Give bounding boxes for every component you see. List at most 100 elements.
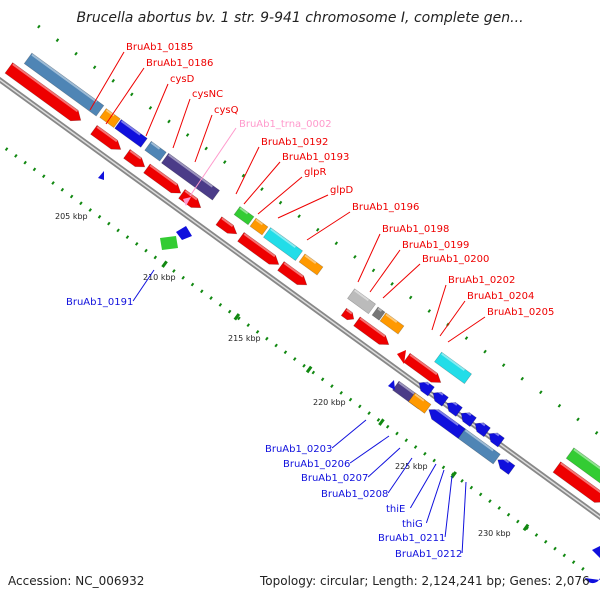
gene-0192-green-shape <box>233 206 255 226</box>
gene-0192-red-shape <box>215 216 238 235</box>
tick-dot <box>543 539 548 544</box>
tick-dot <box>376 418 381 422</box>
leader-bruab1-0205 <box>447 316 486 343</box>
tick-dot <box>32 167 37 172</box>
gene-0202-red-gloss <box>409 354 438 376</box>
leader-bruab1-0202 <box>431 284 447 331</box>
tick-dot <box>218 302 223 307</box>
gene-thi-2-gloss <box>449 399 458 406</box>
outer-tick-dot <box>315 227 320 232</box>
tick-dot <box>209 296 213 300</box>
leader-thie <box>409 463 437 509</box>
gene-thi-5 <box>488 430 505 448</box>
feature-0191-arrow <box>98 171 104 180</box>
gene-0205-cyan-gloss <box>441 352 465 372</box>
gene-0198-red-shape <box>340 307 355 321</box>
major-tick-mark <box>161 260 168 268</box>
outer-tick-dot <box>148 106 153 110</box>
gene-cysnc-red-gloss <box>149 164 178 186</box>
gene-label-thig: thiG <box>402 519 423 530</box>
leader-bruab1-trna-0002 <box>189 127 237 197</box>
gene-cysd-red <box>123 148 146 168</box>
tick-dot <box>562 553 567 558</box>
gene-cysq-red-shape <box>178 189 202 209</box>
gene-0198-red-gloss <box>345 308 353 315</box>
gene-cysnc-a-shape <box>144 140 167 162</box>
outer-tick-dot <box>576 417 580 422</box>
tick-dot <box>460 478 464 483</box>
gene-label-bruab1-0211: BruAb1_0211 <box>378 533 445 544</box>
gene-0211-steel <box>457 428 501 465</box>
gene-label-bruab1-0185: BruAb1_0185 <box>126 42 193 53</box>
tick-dot <box>385 424 390 429</box>
gene-0212-blue <box>497 456 516 475</box>
gene-0186-red-gloss <box>96 126 118 143</box>
tick-dot <box>255 330 260 334</box>
leader-cysq <box>194 114 213 163</box>
gene-0199-gray-gloss <box>377 307 383 312</box>
tick-dot <box>320 377 325 382</box>
gene-0202-red-shape <box>403 352 442 383</box>
leader-bruab1-0207 <box>367 447 401 478</box>
outer-tick-dot <box>501 363 506 368</box>
gene-next-red-gloss <box>560 462 600 494</box>
tick-dot <box>265 336 269 341</box>
leader-bruab1-0196 <box>306 211 351 241</box>
gene-label-bruab1-0199: BruAb1_0199 <box>402 240 469 251</box>
gene-cysnc-red-shape <box>143 163 182 194</box>
gene-0207-blue-shape <box>428 409 466 439</box>
feature-blue-arrow-2 <box>388 380 395 390</box>
leader-bruab1-0198 <box>357 233 381 283</box>
tick-label-210-kbp: 210 kbp <box>143 273 176 282</box>
gene-0192-red-gloss <box>221 217 234 227</box>
feature-green-marker <box>160 236 178 250</box>
gene-cysnc-a-gloss <box>150 142 161 150</box>
tick-dot <box>469 485 474 490</box>
gene-label-bruab1-0186: BruAb1_0186 <box>146 58 213 69</box>
feature-blue-marker <box>176 226 192 240</box>
gene-cysd-red-gloss <box>129 150 142 160</box>
tick-dot <box>97 214 102 219</box>
gene-thi-0 <box>418 379 435 397</box>
outer-tick-dot <box>74 51 78 56</box>
gene-0212-blue-shape <box>497 459 516 475</box>
tick-dot <box>144 248 148 253</box>
gene-thi-4-gloss <box>477 419 486 427</box>
gene-0185-red-gloss <box>12 63 79 113</box>
outer-tick-dot <box>371 268 376 273</box>
gene-next-green-gloss <box>573 448 600 482</box>
gene-glpr-red <box>237 231 280 265</box>
tick-dot <box>441 465 446 470</box>
outer-tick-dot <box>185 133 190 137</box>
gene-label-bruab1-0212: BruAb1_0212 <box>395 549 462 560</box>
leader-bruab1-0206 <box>349 435 390 464</box>
gene-0206-orange-gloss <box>414 393 425 402</box>
gene-glpd-cyan-shape <box>263 227 303 261</box>
leader-bruab1-0199 <box>369 249 401 293</box>
gene-cysd-red-shape <box>123 148 146 168</box>
gene-thi-3-gloss <box>463 409 472 416</box>
gene-0199-red <box>353 316 390 345</box>
tick-dot <box>227 309 232 314</box>
genome-summary-text: Topology: circular; Length: 2,124,241 bp… <box>260 574 590 588</box>
gene-0193-orange <box>249 217 269 236</box>
gene-0192-green-gloss <box>239 207 249 215</box>
outer-tick-dot <box>111 78 115 83</box>
tick-dot <box>107 221 111 226</box>
tick-dot <box>60 187 65 192</box>
gene-label-bruab1-0193: BruAb1_0193 <box>282 152 349 163</box>
gene-0202-red <box>403 352 442 383</box>
outer-tick-dot <box>520 376 524 381</box>
outer-tick-dot <box>557 403 562 408</box>
gene-thi-1 <box>432 389 449 407</box>
gene-0199-red-gloss <box>359 317 386 338</box>
tick-dot <box>506 512 511 517</box>
leader-bruab1-0191 <box>132 269 155 302</box>
outer-tick-dot <box>92 65 97 70</box>
gene-0196-orange <box>298 253 324 276</box>
gene-label-thie: thiE <box>386 504 405 515</box>
tick-dot <box>497 506 501 510</box>
gene-cysnc-red <box>143 163 182 194</box>
leader-bruab1-0211 <box>444 475 453 538</box>
